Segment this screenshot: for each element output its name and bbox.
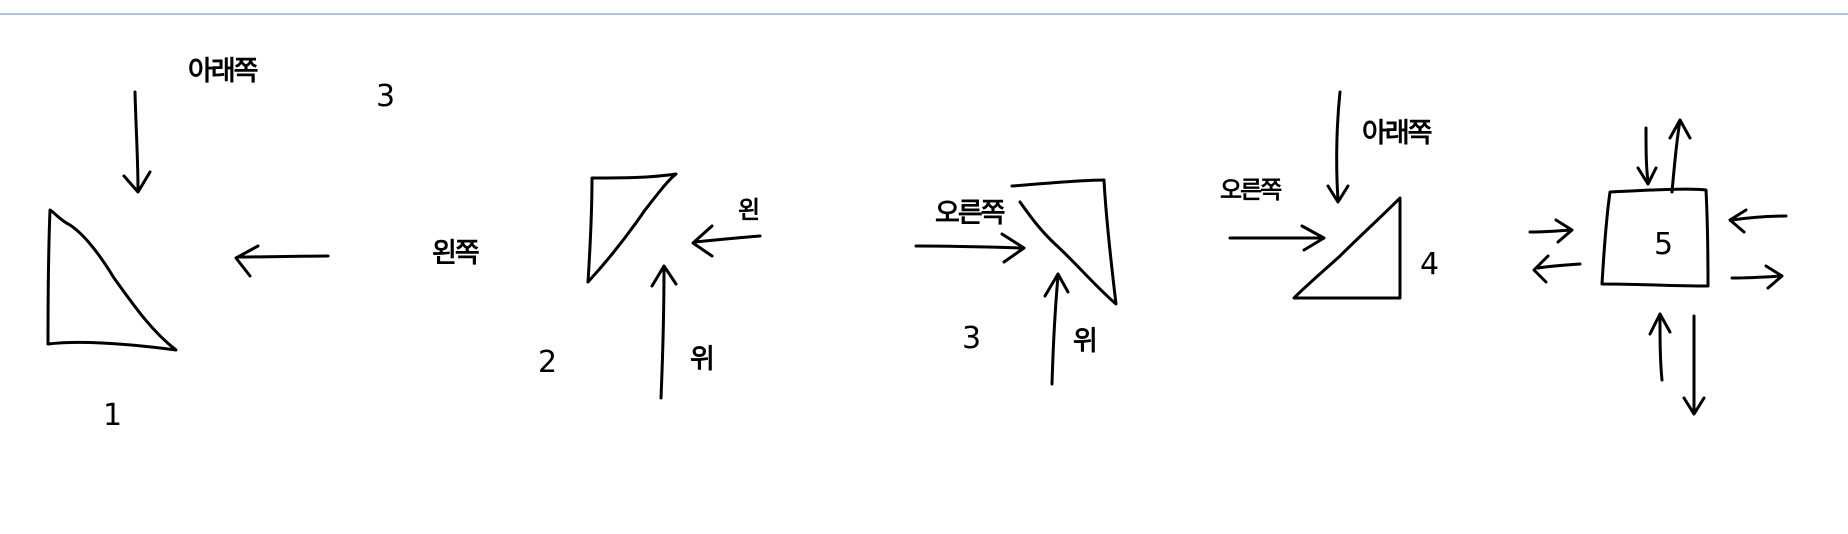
arrow-down-4 [1326,90,1350,204]
label-right-word: 오른쪽 [935,198,1005,229]
figure-5: 5 [1528,118,1788,416]
arrow-left-1 [234,244,330,278]
label-up-2: 위 [690,344,713,375]
arrow-up-2 [650,264,678,400]
arrow-right-4 [1228,224,1326,252]
square-5 [1600,187,1710,288]
figure-1: 아래쪽 3 왼쪽 1 [46,56,481,433]
arrow-5-right-out [1730,264,1784,290]
figure-2: 왼 위 2 [538,172,762,400]
label-right-word-2: 오른쪽 [1220,176,1282,204]
arrow-5-right-in [1728,208,1788,234]
arrow-5-top-up [1668,118,1692,194]
arrow-5-bottom-up [1648,312,1672,382]
arrow-up-3 [1043,272,1070,386]
label-down-1: 아래쪽 [188,56,258,87]
triangle-4 [1292,196,1402,300]
label-left-word: 왼쪽 [432,238,479,269]
label-number-5: 5 [1654,227,1673,262]
arrow-right-3 [914,232,1026,264]
label-up-3: 위 [1073,326,1096,357]
label-down-4: 아래쪽 [1362,118,1432,149]
label-number-top: 3 [376,79,395,114]
arrow-5-left-out [1532,254,1582,284]
arrow-5-left-in [1528,218,1574,244]
triangle-3 [1010,178,1118,306]
label-number-2: 2 [538,345,557,380]
label-number-4: 4 [1420,247,1439,282]
triangle-1 [46,208,178,352]
arrow-left-2 [691,224,762,258]
label-left-short: 왼 [738,196,759,224]
top-border [0,13,1848,15]
arrow-5-bottom-down [1682,314,1706,416]
label-number-3: 3 [962,321,981,356]
figure-3: 오른쪽 위 3 [914,178,1118,386]
figure-4: 아래쪽 오른쪽 4 [1220,90,1439,300]
label-number-1: 1 [103,398,122,433]
triangle-2 [586,172,678,284]
arrow-5-top-down [1636,126,1658,186]
arrow-down-1 [122,90,152,194]
